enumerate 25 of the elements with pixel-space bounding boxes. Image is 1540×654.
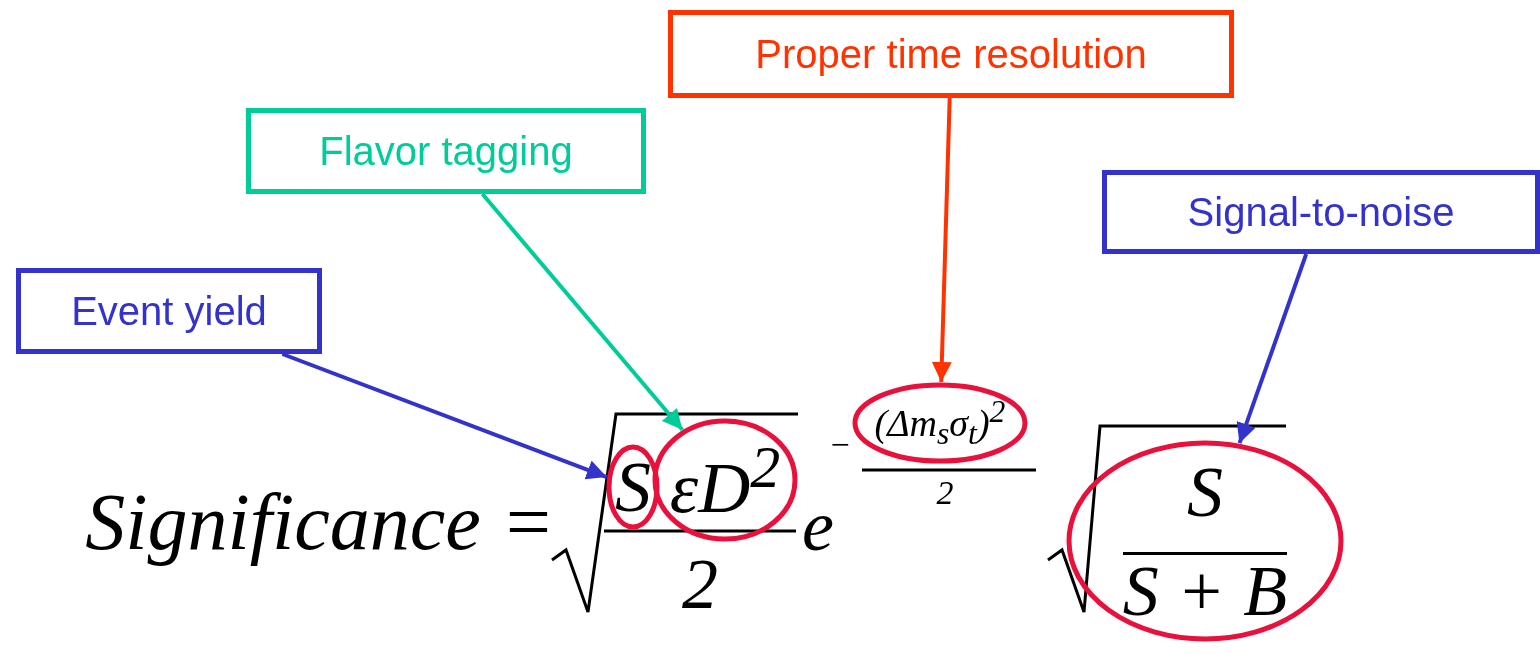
formula-term: S + B	[1122, 551, 1288, 627]
arrow	[931, 97, 952, 383]
highlight-ellipse	[852, 382, 1028, 464]
callout-box	[668, 10, 1234, 98]
formula-text: 2	[935, 476, 955, 510]
callout-label: Proper time resolution	[755, 32, 1147, 76]
formula-term: (Δm$_{s}$σ$_{t}$)$^{2}$	[874, 396, 1006, 450]
highlight-ellipse	[1066, 440, 1344, 642]
highlight-ellipse	[652, 418, 798, 542]
highlight-ellipse	[606, 444, 660, 530]
callout-box	[16, 268, 322, 354]
arrow	[1236, 253, 1309, 444]
arrow	[480, 192, 684, 431]
formula-text: −	[828, 428, 852, 462]
formula-term: S	[615, 451, 651, 523]
callout-label: Signal-to-noise	[1187, 190, 1455, 234]
callout-label: Event yield	[71, 289, 267, 333]
formula-text: e	[801, 490, 835, 562]
callout-box	[246, 108, 646, 194]
callout-box	[1102, 170, 1540, 254]
formula-term: S	[1187, 455, 1223, 528]
formula-term: εD$^{2}$	[669, 436, 781, 524]
formula-text: 2	[681, 548, 719, 620]
arrow	[281, 352, 608, 480]
callout-label: Flavor tagging	[319, 129, 573, 173]
